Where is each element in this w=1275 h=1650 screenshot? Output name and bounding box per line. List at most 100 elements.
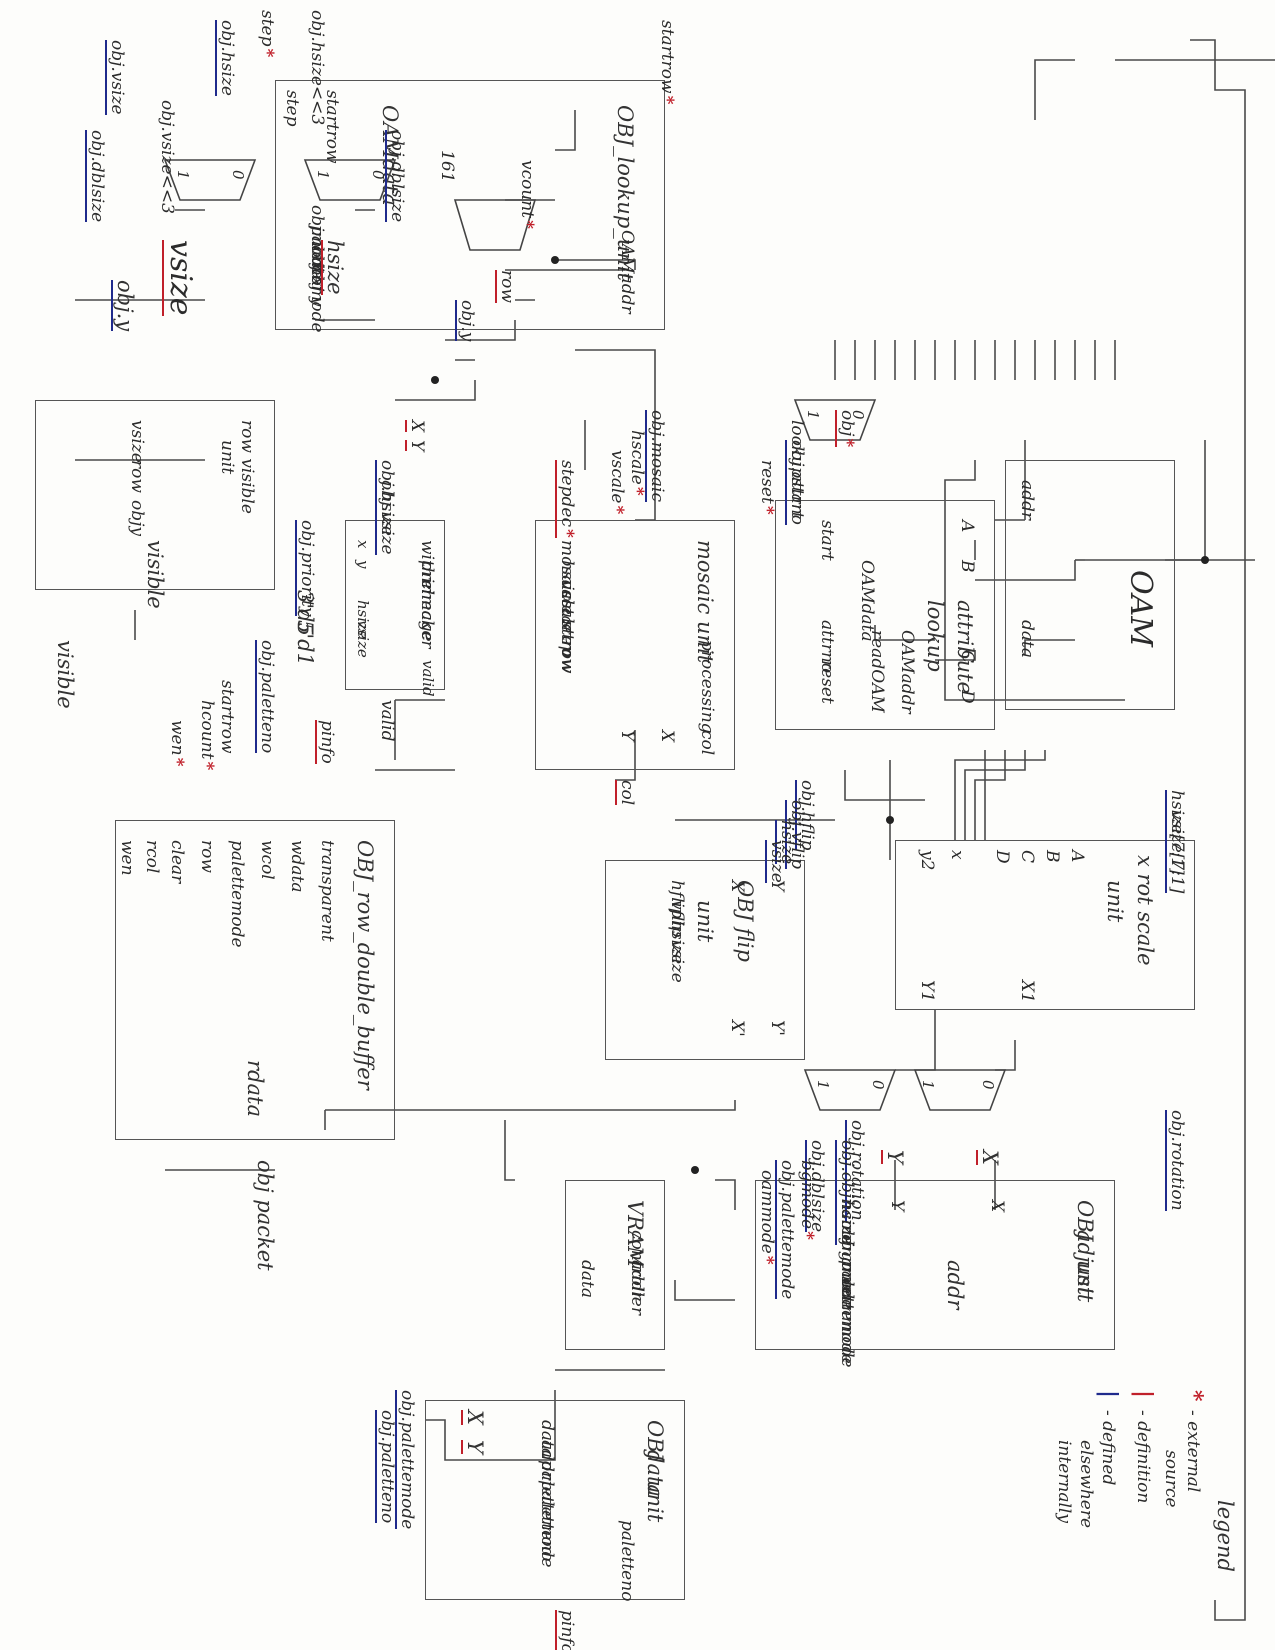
signal-obj-paletteno: obj.paletteno — [255, 640, 275, 753]
mux-y-select — [800, 1070, 895, 1110]
signal-y-2: Y — [881, 1150, 905, 1164]
mosaic-port-row: row — [558, 640, 575, 673]
signal-obj-vsize-shift: obj.vsize<<3 — [158, 100, 175, 214]
mux-x-label-0: 0 — [980, 1080, 995, 1090]
signal-const161: 161 — [438, 150, 455, 182]
signal-hscale: hscale* — [628, 430, 645, 496]
signal-vsize-3: vsize — [765, 840, 785, 883]
xrot-port-a: A — [1068, 850, 1085, 862]
signal-obj-dblsize-1: obj.dblsize — [85, 130, 105, 222]
signal-hcount: hcount* — [198, 700, 215, 770]
signal-startrow-2: startrow — [218, 680, 235, 754]
xrot-port-x: x — [948, 850, 965, 860]
buffer-title: OBJ_row_double_buffer — [354, 840, 375, 1090]
legend-text-definition: - definition — [1134, 1410, 1151, 1503]
oam-port-data: data — [1018, 620, 1035, 658]
attribute-out-d: D — [958, 690, 975, 704]
within-out-valid: valid — [420, 660, 435, 697]
signal-obj-hsize-shift: obj.hsize<<3 — [308, 10, 325, 125]
rowvis-title: row visible — [238, 420, 255, 514]
signal-obj-priority: obj.priority — [295, 520, 315, 616]
signal-x: X — [405, 420, 425, 432]
data-title3: unit — [644, 1480, 665, 1522]
signal-startrow-ext: startrow* — [658, 20, 675, 104]
xrot-out-y1: Y1 — [918, 980, 935, 1002]
mux-hsize-label-1: 1 — [315, 170, 330, 180]
signal-obj-vsize: obj.vsize — [105, 40, 125, 115]
mux-vsize-label-0: 0 — [230, 170, 245, 180]
mosaic-title2: processing — [698, 640, 715, 734]
signal-col: col — [615, 780, 635, 805]
buffer-port-wcol: wcol — [258, 840, 275, 880]
signal-obj-y: obj.y — [111, 280, 135, 331]
data-out-paletteno: paletteno — [618, 1520, 635, 1601]
external-marker: * — [657, 96, 677, 105]
legend-key-definition: | — [1133, 1390, 1155, 1398]
legend-title: legend — [1214, 1500, 1235, 1572]
xrot-title2: unit — [1104, 880, 1125, 922]
flip-port-vsize: vsize — [668, 940, 685, 983]
mux-y-label-1: 1 — [815, 1080, 830, 1090]
mux-vsize-label-1: 1 — [175, 170, 190, 180]
signal-reset: reset* — [758, 460, 775, 515]
signal-obj-y-in: obj.y — [455, 300, 475, 341]
mux-hsize — [300, 160, 395, 200]
mux-y-label-0: 0 — [870, 1080, 885, 1090]
signal-stepdec: stepdec* — [555, 460, 575, 538]
mux-x-label-1: 1 — [920, 1080, 935, 1090]
buffer-port-wdata: wdata — [288, 840, 305, 893]
xrot-port-b: B — [1043, 850, 1060, 863]
within-port-x: x — [355, 540, 370, 548]
signal-obj-objname: obj.objname — [835, 1140, 855, 1245]
xrot-port-c: C — [1018, 850, 1035, 863]
signal-obj-palettemode-2: obj.palettemode — [395, 1390, 415, 1529]
signal-y-3: Y — [461, 1440, 485, 1454]
attribute-port-readoam: readOAM — [868, 630, 885, 713]
legend-text-defined-2: elsewhere — [1077, 1440, 1094, 1528]
attribute-out-c: C — [958, 650, 975, 663]
mosaic-out-y: Y — [618, 730, 635, 741]
rowvis-out-visible: visible — [144, 540, 165, 609]
buffer-out-rdata: rdata — [244, 1060, 265, 1117]
mux-shape — [805, 1070, 895, 1110]
signal-visible: visible — [54, 640, 75, 709]
external-marker: * — [757, 1256, 777, 1265]
legend-text-defined: - defined — [1099, 1410, 1116, 1485]
attribute-port-oamaddr: OAMaddr — [898, 630, 915, 714]
attribute-title: attribute — [954, 600, 975, 694]
adjust-title3: unit — [1074, 1260, 1095, 1302]
external-marker: * — [167, 758, 187, 767]
signal-row: row — [495, 270, 515, 303]
legend-key-defined: | — [1098, 1390, 1120, 1398]
external-marker: * — [607, 505, 627, 514]
flip-out-y: Y' — [768, 1020, 785, 1036]
mosaic-out-x: X — [658, 730, 675, 742]
rowvis-port-objy: objy — [128, 500, 145, 536]
signal-obj-dblsize-2: obj.dblsize — [385, 130, 405, 222]
signal-obj-vsize-2: obj.vsize — [375, 480, 395, 555]
oam-title: OAM — [1125, 570, 1155, 647]
signal-bgmode: bgmode* — [798, 1160, 815, 1240]
attribute-out-a: A — [958, 520, 975, 532]
attribute-port-reset: reset — [818, 660, 835, 704]
buffer-port-wen: wen — [118, 840, 135, 876]
signal-wen: wen* — [168, 720, 185, 766]
lookup-port-oamaddr: OAMaddr — [618, 230, 635, 314]
mux-shape — [305, 160, 395, 200]
buffer-port-rcol: rcol — [143, 840, 160, 873]
flip-title2: unit — [694, 900, 715, 942]
rowvis-port-vsize: vsize — [128, 420, 145, 463]
signal-obj-paletteno-2: obj.paletteno — [375, 1410, 395, 1523]
signal-vsize: vsize — [162, 240, 195, 316]
xrot-port-y2: y2 — [918, 850, 935, 870]
mux-oam-label-1: 1 — [805, 410, 820, 420]
signal-x-2: X — [976, 1150, 1000, 1165]
buffer-port-transparent: transparent — [318, 840, 335, 942]
external-marker: * — [557, 529, 577, 538]
mux-x-select — [910, 1070, 1005, 1110]
mux-shape — [915, 1070, 1005, 1110]
xrot-out-x1: X1 — [1018, 980, 1035, 1003]
adjust-out-addr: addr — [944, 1260, 965, 1309]
vram-port-addr: addr — [628, 1260, 645, 1300]
